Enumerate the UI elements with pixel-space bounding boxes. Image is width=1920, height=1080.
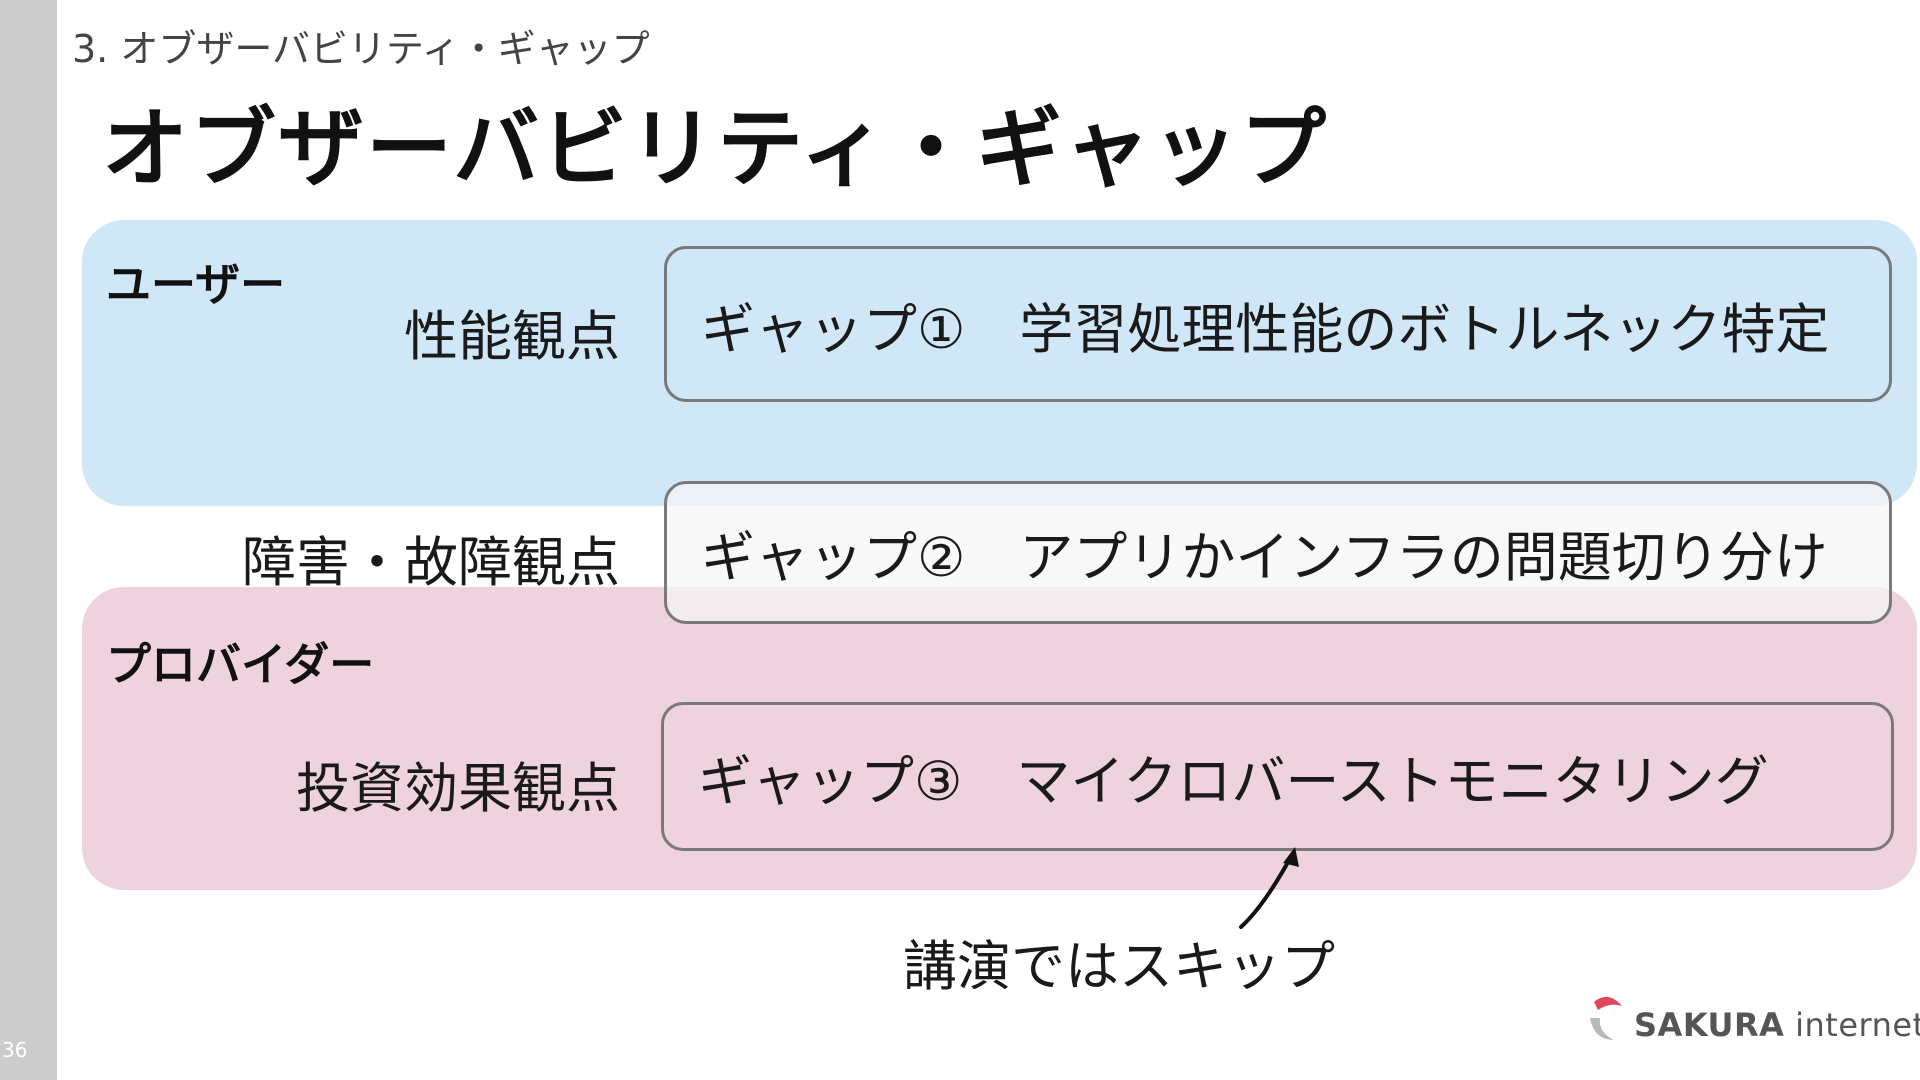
view-label-performance: 性能観点 xyxy=(404,305,620,368)
gap-description-1: 学習処理性能のボトルネック特定 xyxy=(1019,297,1830,361)
gap-description-3: マイクロバーストモニタリング xyxy=(1016,750,1769,813)
slide-sidebar: 36 xyxy=(0,0,57,1080)
logo-suffix: internet xyxy=(1784,1006,1920,1044)
view-label-investment: 投資効果観点 xyxy=(296,757,620,820)
gap-name-1: ギャップ① xyxy=(701,297,966,361)
gap-name-3: ギャップ③ xyxy=(698,750,963,813)
logo-text: SAKURA internet xyxy=(1634,1006,1920,1044)
logo-name: SAKURA xyxy=(1634,1006,1785,1044)
skip-note: 講演ではスキップ xyxy=(903,935,1335,998)
sakura-logo-icon xyxy=(1590,996,1622,1040)
sakura-internet-logo: SAKURA internet xyxy=(1588,996,1920,1044)
gap-name-2: ギャップ② xyxy=(701,526,966,589)
gap-box-2: ギャップ② アプリかインフラの問題切り分け xyxy=(664,481,1892,624)
page-title: オブザーバビリティ・ギャップ xyxy=(102,99,1328,199)
view-label-failure: 障害・故障観点 xyxy=(242,531,620,594)
note-arrow-icon xyxy=(1239,847,1299,929)
provider-group-label: プロバイダー xyxy=(106,638,375,691)
gap-description-2: アプリかインフラの問題切り分け xyxy=(1019,526,1828,589)
gap-box-1: ギャップ① 学習処理性能のボトルネック特定 xyxy=(664,246,1892,402)
provider-region xyxy=(82,587,1917,890)
page-number: 36 xyxy=(2,1038,28,1062)
breadcrumb: 3. オブザーバビリティ・ギャップ xyxy=(72,27,650,71)
user-group-label: ユーザー xyxy=(106,258,286,311)
user-region xyxy=(82,220,1917,506)
gap-box-3: ギャップ③ マイクロバーストモニタリング xyxy=(661,702,1894,851)
